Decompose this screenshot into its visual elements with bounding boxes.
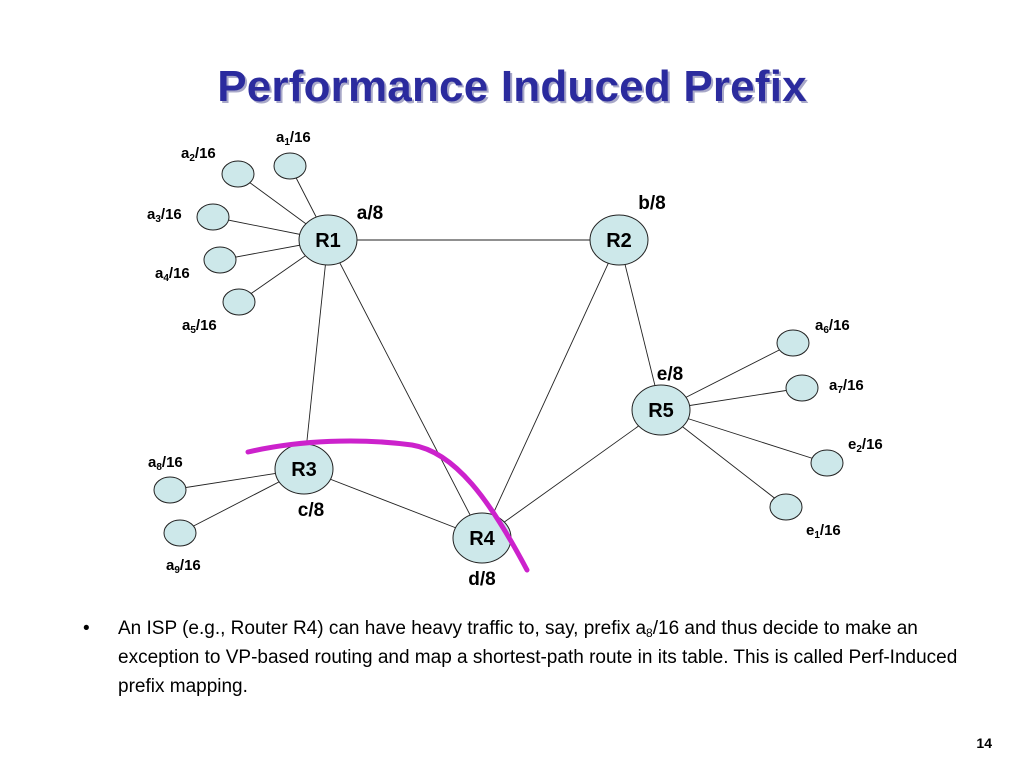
- leaf-node-a9: [163, 519, 197, 547]
- leaf-node-a4: [203, 246, 237, 274]
- leaf-label-a4: a4/16: [155, 265, 190, 284]
- router-prefix-r1: a/8: [357, 203, 383, 224]
- leaf-label-suffix: /16: [828, 317, 850, 334]
- text-before-sub: An ISP (e.g., Router R4) can have heavy …: [118, 618, 647, 639]
- network-diagram: R1 a/8R2 b/8R3 c/8R4 d/8 R5 e/8: [153, 152, 844, 590]
- leaf-label-base: a: [148, 454, 157, 471]
- body-text: • An ISP (e.g., Router R4) can have heav…: [83, 614, 983, 701]
- link-r1-r4: [327, 239, 483, 539]
- leaf-node-a8: [153, 476, 187, 504]
- router-node-r1: [298, 214, 358, 266]
- leaf-label-sub: 8: [156, 462, 162, 473]
- leaf-label-a9: a9/16: [166, 557, 201, 576]
- leaf-label-suffix: /16: [168, 265, 190, 282]
- link-r3-r4: [303, 468, 483, 539]
- link-r4-r5: [481, 409, 662, 539]
- leaf-label-base: a: [276, 129, 285, 146]
- leaf-label-base: a: [166, 557, 175, 574]
- router-prefix-r5: e/8: [657, 364, 683, 385]
- leaf-label-sub: 1: [814, 530, 820, 541]
- leaf-label-base: a: [182, 317, 191, 334]
- leaf-label-a5: a5/16: [182, 317, 217, 336]
- router-label-r1: R1: [315, 230, 341, 252]
- leaf-label-suffix: /16: [194, 145, 216, 162]
- leaf-node-a7: [785, 374, 819, 402]
- leaf-label-e2: e2/16: [848, 436, 883, 455]
- leaf-node-a3: [196, 203, 230, 231]
- leaf-label-a6: a6/16: [815, 317, 850, 336]
- link-r1-r3: [303, 239, 329, 470]
- leaf-node-e1: [769, 493, 803, 521]
- router-label-r3: R3: [291, 459, 317, 481]
- leaf-label-suffix: /16: [819, 522, 841, 539]
- leaf-node-a6: [776, 329, 810, 357]
- leaf-label-sub: 2: [189, 153, 195, 164]
- leaf-node-e2: [810, 449, 844, 477]
- link-r2-r4: [481, 239, 620, 539]
- leaf-label-suffix: /16: [842, 377, 864, 394]
- leaf-label-sub: 6: [823, 325, 829, 336]
- router-label-r5: R5: [648, 400, 674, 422]
- leaf-node-a2: [221, 160, 255, 188]
- leaf-label-base: e: [806, 522, 815, 539]
- leaf-label-sub: 9: [174, 565, 180, 576]
- slide-title: Performance Induced Prefix: [217, 62, 807, 111]
- leaf-node-a1: [273, 152, 307, 180]
- router-label-r2: R2: [606, 230, 632, 252]
- leaf-label-suffix: /16: [160, 206, 182, 223]
- leaf-label-a7: a7/16: [829, 377, 864, 396]
- router-label-r4: R4: [469, 528, 495, 550]
- router-prefix-r4: d/8: [468, 569, 495, 590]
- leaf-label-base: e: [848, 436, 857, 453]
- leaf-label-sub: 5: [190, 325, 196, 336]
- leaf-label-suffix: /16: [179, 557, 201, 574]
- router-node-r2: [589, 214, 649, 266]
- router-node-r5: [631, 384, 691, 436]
- leaf-label-suffix: /16: [195, 317, 217, 334]
- leaf-label-base: a: [155, 265, 164, 282]
- leaf-label-base: a: [181, 145, 190, 162]
- leaf-label-suffix: /16: [161, 454, 183, 471]
- leaf-label-base: a: [829, 377, 838, 394]
- leaf-label-a8: a8/16: [148, 454, 183, 473]
- router-prefix-r3: c/8: [298, 500, 324, 521]
- leaf-label-sub: 4: [163, 273, 169, 284]
- bullet-paragraph: An ISP (e.g., Router R4) can have heavy …: [118, 614, 983, 701]
- leaf-label-a3: a3/16: [147, 206, 182, 225]
- text-after-sub: /16 and thus decide to make an exception…: [118, 618, 958, 697]
- leaf-node-a5: [222, 288, 256, 316]
- page-number: 14: [976, 735, 992, 751]
- leaf-label-sub: 7: [837, 385, 843, 396]
- leaf-label-a1: a1/16: [276, 129, 311, 148]
- text-sub: 8: [646, 626, 653, 640]
- leaf-label-sub: 3: [155, 214, 161, 225]
- link-r2-r5: [618, 239, 662, 411]
- cut-curve: [245, 438, 530, 573]
- bullet: •: [83, 618, 90, 639]
- leaf-label-a2: a2/16: [181, 145, 216, 164]
- leaf-label-sub: 1: [284, 137, 290, 148]
- leaf-label-e1: e1/16: [806, 522, 841, 541]
- leaf-label-sub: 2: [856, 444, 862, 455]
- leaf-label-suffix: /16: [289, 129, 311, 146]
- leaf-label-base: a: [147, 206, 156, 223]
- router-prefix-r2: b/8: [638, 193, 665, 214]
- leaf-label-suffix: /16: [861, 436, 883, 453]
- leaf-label-base: a: [815, 317, 824, 334]
